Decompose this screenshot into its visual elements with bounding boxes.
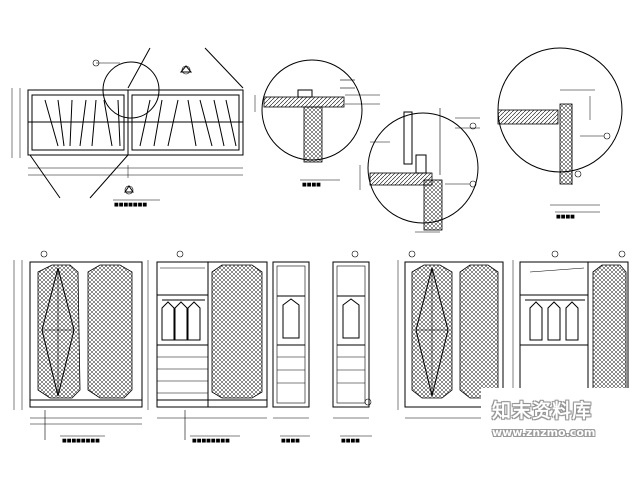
elevation-1-double-door: ■■■■■■■■ bbox=[13, 250, 143, 444]
elevation-6-open-interior bbox=[512, 250, 629, 410]
svg-text:■■■■■■■■: ■■■■■■■■ bbox=[192, 438, 230, 444]
wardrobe-plan-view: ■■■■■■■ bbox=[11, 47, 244, 208]
detail-circle-1: ■■■■ bbox=[254, 59, 380, 188]
elevation-3-narrow-cabinet: ■■■■ bbox=[272, 261, 310, 444]
watermark-backdrop bbox=[481, 388, 640, 448]
elevation-2-open-interior: ■■■■■■■■ bbox=[147, 250, 268, 444]
svg-text:■■■■: ■■■■ bbox=[281, 438, 300, 444]
elevation-5-double-door bbox=[397, 250, 504, 419]
detail-circle-3: ■■■■ bbox=[497, 47, 623, 220]
svg-text:■■■■: ■■■■ bbox=[341, 438, 360, 444]
svg-text:■■■■: ■■■■ bbox=[302, 182, 321, 188]
watermark-title: 知末资料库 bbox=[492, 400, 593, 422]
svg-text:■■■■■■■■: ■■■■■■■■ bbox=[62, 438, 100, 444]
svg-text:■■■■: ■■■■ bbox=[556, 214, 575, 220]
watermark-url: www.znzmo.com bbox=[492, 426, 596, 439]
svg-text:■■■■■■■: ■■■■■■■ bbox=[114, 202, 147, 208]
detail-circle-2 bbox=[359, 108, 480, 233]
elevation-4-narrow-cabinet: ■■■■ bbox=[332, 250, 372, 444]
